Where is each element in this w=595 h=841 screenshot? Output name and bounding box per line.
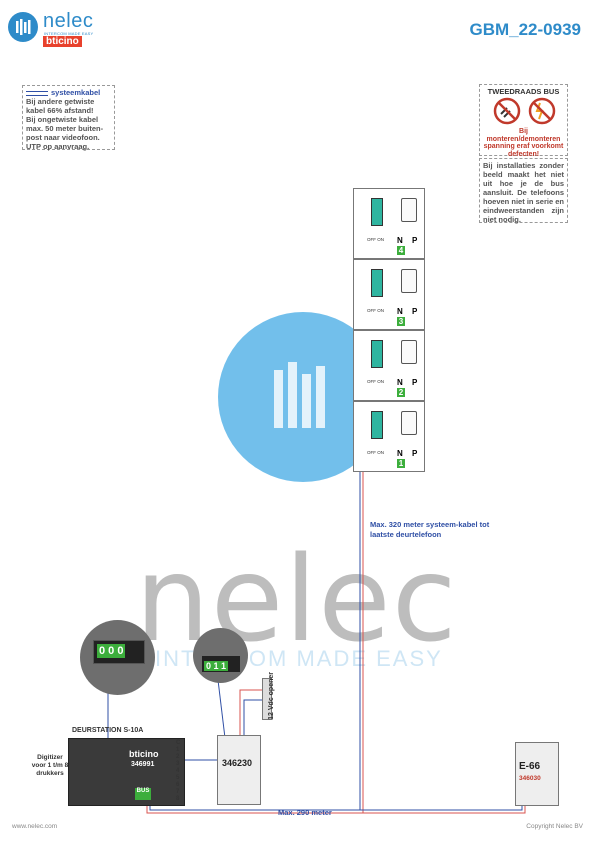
cable-length-label-320: Max. 320 meter systeem-kabel tot laatste…	[370, 520, 490, 539]
bus-terminal: BUS	[135, 788, 151, 800]
zoom-callout-2-panel: 0 1 1	[202, 656, 240, 672]
terminal-label: 2	[176, 754, 180, 760]
e66-name: E-66	[519, 761, 541, 772]
watermark-word: nelec	[135, 530, 458, 668]
note-line: Bij ongetwiste kabel max. 50 meter buite…	[26, 115, 104, 142]
phone-screen	[401, 198, 417, 222]
brand-bticino: bticino	[43, 36, 82, 47]
phone-terminal-block	[371, 198, 383, 226]
phone-switch-label: OFF ON	[367, 237, 384, 242]
phone-terminal-block	[371, 340, 383, 368]
warning-text: Bij monteren/demonteren spanning eraf vo…	[483, 128, 564, 158]
terminal-label: C	[176, 740, 181, 746]
power-module-code: 346230	[222, 758, 253, 768]
door-opener	[262, 678, 272, 720]
legend-label: systeemkabel	[51, 88, 101, 97]
bus-warning-note: TWEEDRAADS BUS Bij monteren/demonteren s…	[479, 84, 568, 158]
terminal-label: 8	[176, 796, 180, 802]
phone-screen	[401, 340, 417, 364]
terminal-label: 1	[176, 747, 180, 753]
phone-switch-label: OFF ON	[367, 308, 384, 313]
phone-n-label: N	[397, 236, 403, 245]
document-number: GBM_22-0939	[469, 20, 581, 39]
door-station-code: 346991	[131, 761, 155, 768]
note-line: UTP op aanvraag.	[26, 142, 90, 151]
power-module: 346230	[217, 735, 261, 805]
e66-code: 346030	[519, 775, 541, 782]
note-line: Bij andere getwiste kabel 66% afstand!	[26, 97, 95, 115]
phone-number: 2	[397, 388, 405, 397]
phone-number: 1	[397, 459, 405, 468]
installation-note: Bij installaties zonder beeld maakt het …	[479, 158, 568, 224]
phone-n-label: N	[397, 449, 403, 458]
logo-icon	[8, 12, 38, 42]
door-station-brand: bticino	[129, 749, 159, 759]
terminal-label: 7	[176, 789, 180, 795]
opener-label: 12 Vdc opener	[268, 672, 275, 720]
phone-p-label: P	[412, 378, 418, 387]
zoom2-digits: 0 1 1	[204, 661, 229, 671]
phone-number: 3	[397, 317, 405, 326]
phone-p-label: P	[412, 236, 418, 245]
digitizer-label: Digitizer voor 1 t/m 8 drukkers	[31, 754, 69, 777]
cable-length-label-290: Max. 290 meter	[278, 808, 332, 817]
legend-row: systeemkabel	[26, 88, 111, 97]
footer-copyright: Copyright Nelec BV	[526, 823, 583, 830]
terminal-label: 3	[176, 761, 180, 767]
phone-screen	[401, 269, 417, 293]
warning-icons	[493, 97, 556, 125]
terminal-label: 6	[176, 782, 180, 788]
bus-title: TWEEDRAADS BUS	[487, 87, 560, 96]
phone-n-label: N	[397, 307, 403, 316]
brand-tagline: INTERCOM MADE EASY	[44, 31, 94, 36]
cable-note: systeemkabel Bij andere getwiste kabel 6…	[22, 85, 115, 151]
zoom-callout-2	[193, 628, 248, 683]
terminal-label: 5	[176, 775, 180, 781]
door-station-label: DEURSTATION S-10A	[72, 727, 144, 734]
phone-switch-label: OFF ON	[367, 379, 384, 384]
brand-name: nelec	[43, 10, 94, 32]
phone-switch-label: OFF ON	[367, 450, 384, 455]
door-station: bticino 346991 BUS	[68, 738, 185, 806]
zoom1-digits: 0 0 0	[97, 644, 126, 658]
terminal-label: 4	[176, 768, 180, 774]
watermark-logo-bars	[274, 362, 325, 428]
footer-url: www.nelec.com	[12, 823, 58, 830]
phone-screen	[401, 411, 417, 435]
phone-p-label: P	[412, 449, 418, 458]
phone-n-label: N	[397, 378, 403, 387]
phone-terminal-block	[371, 411, 383, 439]
phone-number: 4	[397, 246, 405, 255]
e66-module: E-66 346030	[515, 742, 559, 806]
phone-p-label: P	[412, 307, 418, 316]
phone-terminal-block	[371, 269, 383, 297]
zoom-callout-1-panel: 0 0 0	[93, 640, 145, 664]
